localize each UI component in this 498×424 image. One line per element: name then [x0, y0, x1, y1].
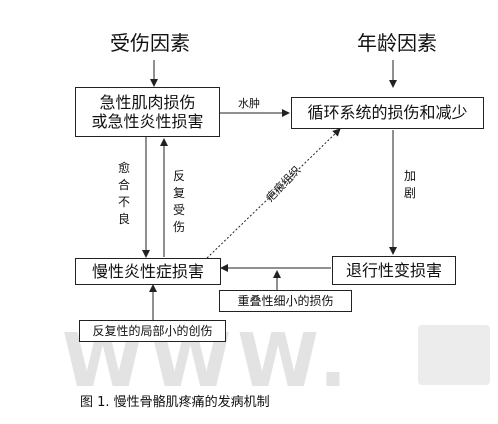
- acute-injury-box: 急性肌肉损伤 或急性炎性损害: [75, 87, 220, 137]
- circulation-box: 循环系统的损伤和减少: [291, 97, 484, 129]
- chronic-inflammation-label: 慢性炎性症损害: [91, 261, 204, 281]
- repeated-trauma-label: 反复性的局部小的创伤: [92, 323, 213, 338]
- recurrent-injury-label: 反复受伤: [172, 169, 185, 234]
- figure-caption: 图 1. 慢性骨骼肌疼痛的发病机制: [80, 395, 270, 410]
- acute-injury-line2: 或急性炎性损害: [91, 112, 204, 131]
- repeated-trauma-box: 反复性的局部小的创伤: [79, 320, 226, 342]
- edema-label: 水肿: [238, 97, 260, 110]
- circulation-label: 循环系统的损伤和减少: [307, 103, 468, 123]
- degenerative-box: 退行性变损害: [332, 256, 456, 285]
- overlapping-injury-label: 重叠性细小的损伤: [237, 293, 334, 308]
- degenerative-label: 退行性变损害: [345, 260, 442, 280]
- age-factor-label: 年龄因素: [357, 31, 437, 55]
- chronic-inflammation-box: 慢性炎性症损害: [75, 258, 221, 285]
- aggravate-label: 加剧: [403, 169, 416, 200]
- acute-injury-line1: 急性肌肉损伤: [99, 92, 196, 112]
- poor-healing-label: 愈合不良: [117, 161, 130, 226]
- overlapping-injury-box: 重叠性细小的损伤: [219, 290, 352, 312]
- watermark-block: [418, 325, 490, 385]
- arrow-chronic-to-circulation: [206, 128, 341, 259]
- injury-factor-label: 受伤因素: [110, 31, 190, 55]
